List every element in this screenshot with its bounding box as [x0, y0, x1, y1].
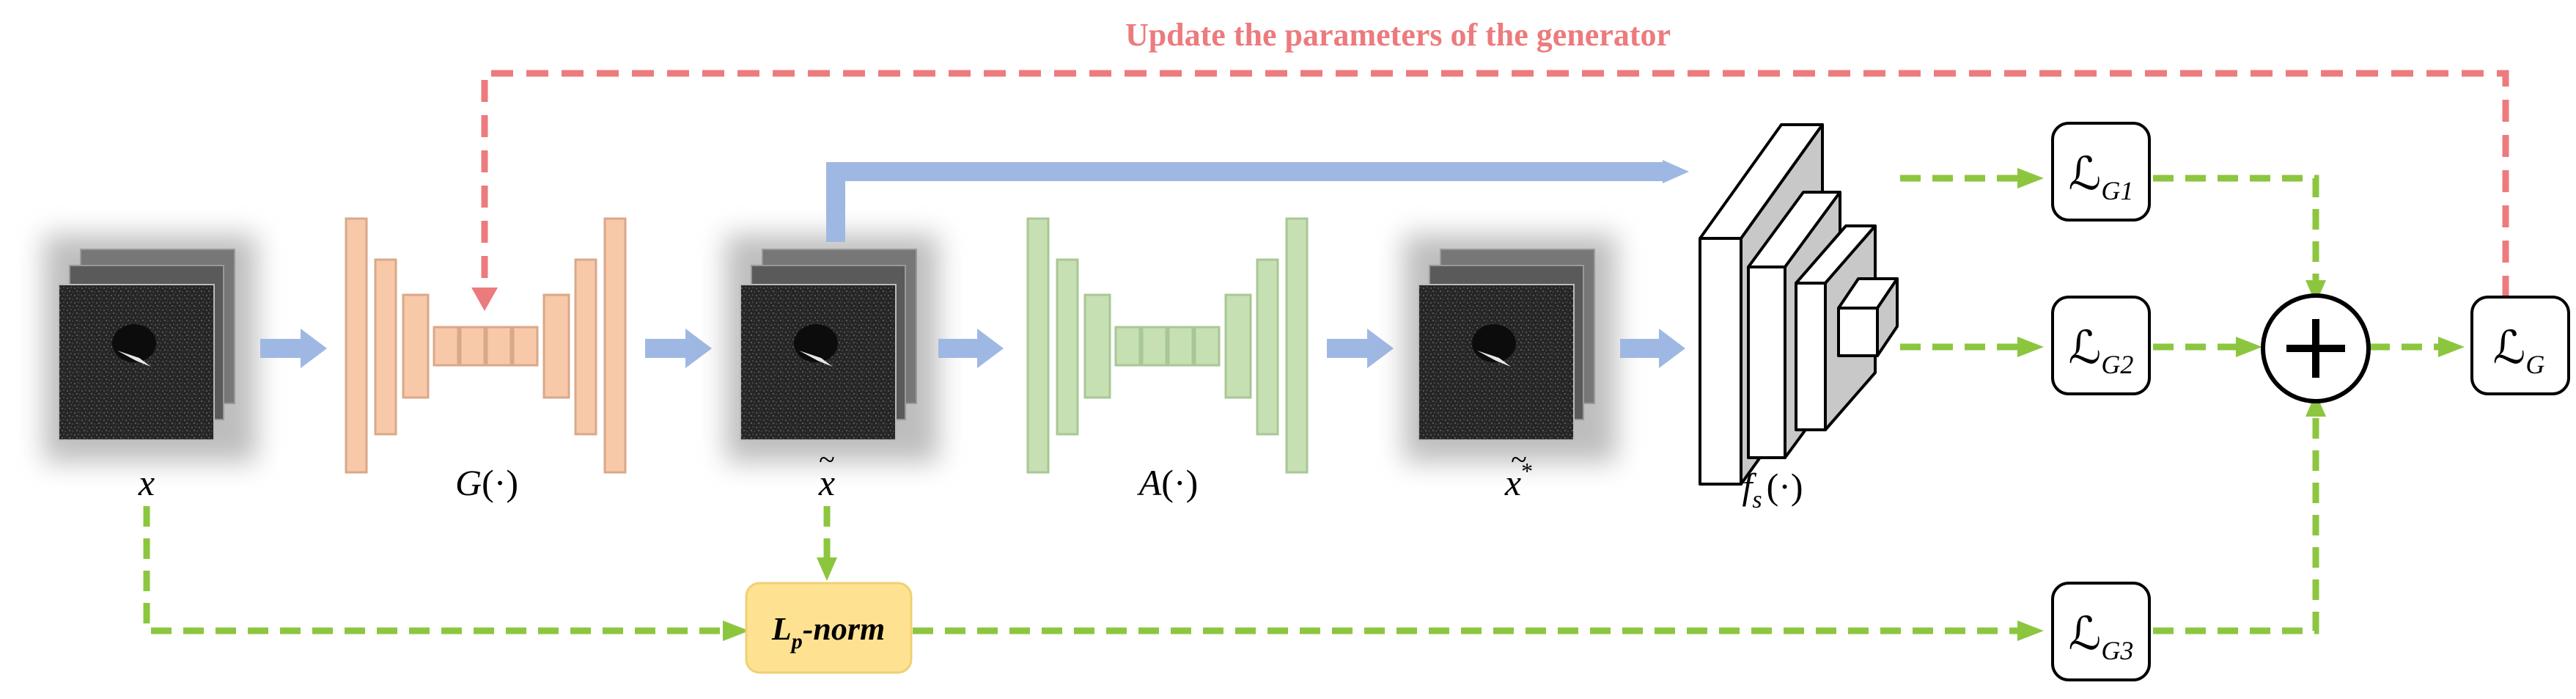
g1-to-sum-connector	[2153, 175, 2326, 304]
adv-x-label: x	[818, 462, 835, 503]
g3-to-sum-connector	[2153, 393, 2326, 634]
loss-g1-connector	[1900, 168, 2044, 189]
update-title: Update the parameters of the generator	[1125, 17, 1671, 53]
svg-text:Lp-norm: Lp-norm	[771, 611, 885, 654]
arrow-adv-to-classifier	[826, 160, 1689, 242]
loss-g2-connector	[1900, 337, 2044, 357]
arrow-attack-to-adv-star	[1327, 329, 1394, 368]
g2-to-sum-connector	[2153, 337, 2262, 357]
loss-g-box: ℒG	[2470, 296, 2570, 395]
input-x-label: x	[138, 462, 155, 503]
adv-star-tilde: ~	[1511, 443, 1527, 476]
adversarial-star-image-stack	[1404, 235, 1616, 462]
adv-to-lpnorm-connector	[817, 506, 837, 581]
classifier-label: fs(·)	[1742, 466, 1803, 513]
sar-image-icon	[740, 284, 897, 441]
loss-g1-box: ℒG1	[2051, 122, 2151, 222]
arrow-generator-to-adv	[645, 329, 712, 368]
svg-text:ℒG1: ℒG1	[2069, 150, 2134, 205]
x-to-lpnorm-connector	[143, 506, 749, 641]
loss-g3-box: ℒG3	[2051, 582, 2151, 681]
sar-image-icon	[58, 284, 215, 441]
arrow-adv-star-to-classifier	[1620, 329, 1685, 368]
lp-norm-box: Lp-norm	[745, 582, 913, 674]
adv-star-label: x*	[1504, 458, 1533, 503]
sar-image-icon	[1418, 284, 1575, 441]
attack-label: A(·)	[1137, 462, 1199, 503]
lpnorm-to-g3-connector	[913, 621, 2044, 641]
svg-text:ℒG3: ℒG3	[2069, 610, 2134, 665]
update-feedback-arrow	[471, 70, 2509, 311]
svg-text:ℒG2: ℒG2	[2069, 323, 2134, 379]
arrow-x-to-generator	[260, 329, 327, 368]
generator-label: G(·)	[455, 462, 518, 503]
adversarial-image-stack	[726, 235, 938, 462]
sum-to-loss-g-connector	[2369, 337, 2465, 357]
generator-network	[345, 217, 627, 474]
loss-g2-box: ℒG2	[2051, 296, 2151, 395]
attack-network	[1026, 217, 1309, 474]
input-image-stack	[44, 235, 257, 462]
classifier-network	[1699, 123, 1899, 486]
arrow-adv-to-attack	[938, 329, 1004, 368]
svg-text:ℒG: ℒG	[2493, 323, 2545, 379]
adv-x-tilde: ~	[819, 443, 835, 476]
plus-circle-icon	[2261, 293, 2371, 403]
